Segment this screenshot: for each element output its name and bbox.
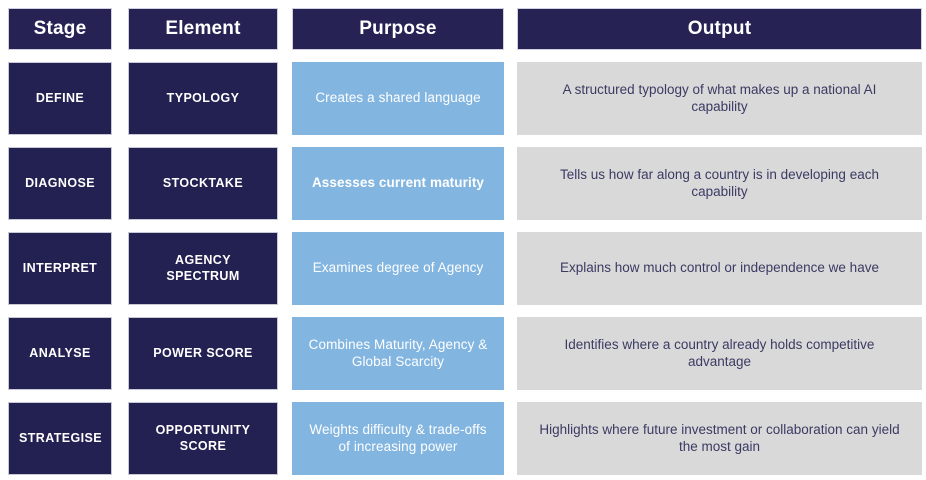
- cell-output: Identifies where a country already holds…: [517, 317, 922, 390]
- cell-element-label: AGENCY SPECTRUM: [166, 252, 240, 283]
- cell-element: POWER SCORE: [128, 317, 278, 390]
- cell-element: STOCKTAKE: [128, 147, 278, 220]
- cell-element: TYPOLOGY: [128, 62, 278, 135]
- table-header-row: Stage Element Purpose Output: [8, 8, 922, 50]
- cell-stage: INTERPRET: [8, 232, 112, 305]
- cell-element-label: OPPORTUNITY SCORE: [155, 422, 251, 453]
- cell-output-label: Highlights where future investment or co…: [539, 421, 900, 454]
- cell-output-label: Identifies where a country already holds…: [564, 336, 875, 369]
- cell-purpose: Examines degree of Agency: [292, 232, 504, 305]
- cell-element: OPPORTUNITY SCORE: [128, 402, 278, 475]
- table-row: ANALYSE POWER SCORE Combines Maturity, A…: [8, 317, 922, 390]
- cell-stage-label: DEFINE: [35, 90, 85, 105]
- table-row: STRATEGISE OPPORTUNITY SCORE Weights dif…: [8, 402, 922, 475]
- table-row: DEFINE TYPOLOGY Creates a shared languag…: [8, 62, 922, 135]
- cell-purpose: Combines Maturity, Agency & Global Scarc…: [292, 317, 504, 390]
- cell-stage-label: STRATEGISE: [19, 430, 102, 445]
- cell-output: Explains how much control or independenc…: [517, 232, 922, 305]
- cell-purpose-label: Examines degree of Agency: [312, 260, 484, 276]
- cell-stage-label: DIAGNOSE: [25, 175, 95, 190]
- cell-stage-label: INTERPRET: [22, 260, 98, 275]
- column-header-element: Element: [128, 8, 278, 50]
- cell-output: Highlights where future investment or co…: [517, 402, 922, 475]
- column-header-output-label: Output: [687, 18, 752, 40]
- cell-purpose: Weights difficulty & trade-offs of incre…: [292, 402, 504, 475]
- cell-output-label: Explains how much control or independenc…: [560, 260, 879, 276]
- cell-stage: ANALYSE: [8, 317, 112, 390]
- table-row: INTERPRET AGENCY SPECTRUM Examines degre…: [8, 232, 922, 305]
- cell-output-label: Tells us how far along a country is in d…: [560, 166, 879, 199]
- cell-element-label: POWER SCORE: [153, 345, 253, 360]
- table-row: DIAGNOSE STOCKTAKE Assesses current matu…: [8, 147, 922, 220]
- cell-purpose-label: Combines Maturity, Agency & Global Scarc…: [308, 336, 488, 369]
- column-header-purpose-label: Purpose: [359, 18, 437, 40]
- column-header-element-label: Element: [165, 18, 241, 40]
- cell-output: Tells us how far along a country is in d…: [517, 147, 922, 220]
- cell-stage: DEFINE: [8, 62, 112, 135]
- cell-stage-label: ANALYSE: [29, 345, 91, 360]
- cell-element-label: TYPOLOGY: [166, 90, 240, 105]
- cell-output: A structured typology of what makes up a…: [517, 62, 922, 135]
- cell-purpose-label: Weights difficulty & trade-offs of incre…: [309, 421, 487, 454]
- cell-purpose-label: Assesses current maturity: [311, 175, 485, 191]
- column-header-stage-label: Stage: [33, 18, 87, 40]
- cell-output-label: A structured typology of what makes up a…: [562, 81, 877, 114]
- cell-element: AGENCY SPECTRUM: [128, 232, 278, 305]
- cell-purpose-label: Creates a shared language: [315, 90, 481, 106]
- column-header-output: Output: [517, 8, 922, 50]
- cell-element-label: STOCKTAKE: [162, 175, 244, 190]
- cell-purpose: Assesses current maturity: [292, 147, 504, 220]
- column-header-purpose: Purpose: [292, 8, 504, 50]
- cell-purpose: Creates a shared language: [292, 62, 504, 135]
- cell-stage: STRATEGISE: [8, 402, 112, 475]
- cell-stage: DIAGNOSE: [8, 147, 112, 220]
- column-header-stage: Stage: [8, 8, 112, 50]
